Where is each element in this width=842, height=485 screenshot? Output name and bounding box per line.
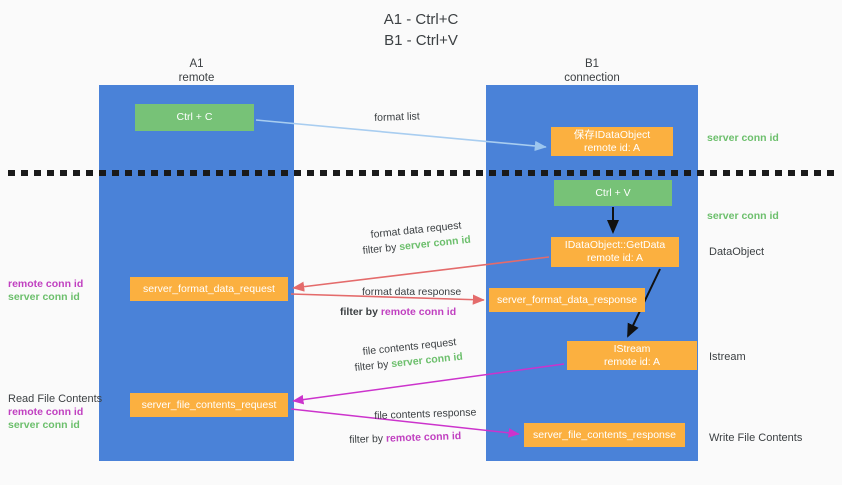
node-server-file-contents-request[interactable]: server_file_contents_request: [130, 393, 288, 417]
node-idataobject[interactable]: 保存IDataObject remote id: A: [551, 127, 673, 156]
node-server-file-contents-response[interactable]: server_file_contents_response: [524, 423, 685, 447]
node-server-format-data-request[interactable]: server_format_data_request: [130, 277, 288, 301]
column-header-a1: A1 remote: [178, 58, 215, 84]
node-ctrl-c[interactable]: Ctrl + C: [135, 104, 254, 131]
annotation-remote-conn-id: remote conn id: [8, 406, 84, 418]
edge-label-format-data-response: format data response: [362, 286, 462, 298]
page-title: A1 - Ctrl+C B1 - Ctrl+V: [383, 11, 459, 49]
annotation-conn-id-group-bottom: Read File Contents remote conn id server…: [8, 392, 102, 432]
annotation-server-conn-id: server conn id: [8, 419, 80, 431]
annotation-server-conn-id-top: server conn id: [707, 132, 779, 144]
filter-prefix-text: filter by: [340, 306, 381, 318]
annotation-istream: Istream: [709, 351, 746, 363]
node-server-format-data-response[interactable]: server_format_data_response: [489, 288, 645, 312]
annotation-read-file-contents: Read File Contents: [8, 393, 103, 405]
node-idataobject-getdata[interactable]: IDataObject::GetData remote id: A: [551, 237, 679, 267]
annotation-remote-conn-id: remote conn id: [8, 278, 84, 290]
filter-prefix-text: filter by: [349, 432, 387, 446]
annotation-write-file-contents: Write File Contents: [709, 432, 803, 444]
phase-divider-dashed-line: [8, 170, 835, 176]
edge-label-file-contents-response: file contents response: [374, 406, 477, 422]
annotation-server-conn-id: server conn id: [8, 291, 80, 303]
edge-label-format-list: format list: [374, 110, 420, 124]
filter-prefix-text: filter by: [354, 358, 392, 374]
column-header-b1: B1 connection: [564, 58, 620, 84]
annotation-server-conn-id-mid: server conn id: [707, 210, 779, 222]
annotation-dataobject: DataObject: [709, 246, 765, 258]
annotation-conn-id-group-top: remote conn id server conn id: [8, 278, 83, 304]
remote-conn-id-text: remote conn id: [380, 306, 457, 318]
edge-label-file-contents-response-filter: filter by remote conn id: [349, 429, 461, 447]
remote-conn-id-text: remote conn id: [385, 430, 462, 445]
edge-label-format-data-response-filter: filter by remote conn id: [340, 305, 456, 319]
filter-prefix-text: filter by: [362, 241, 400, 257]
node-ctrl-v[interactable]: Ctrl + V: [554, 180, 672, 206]
node-istream[interactable]: IStream remote id: A: [567, 341, 697, 370]
